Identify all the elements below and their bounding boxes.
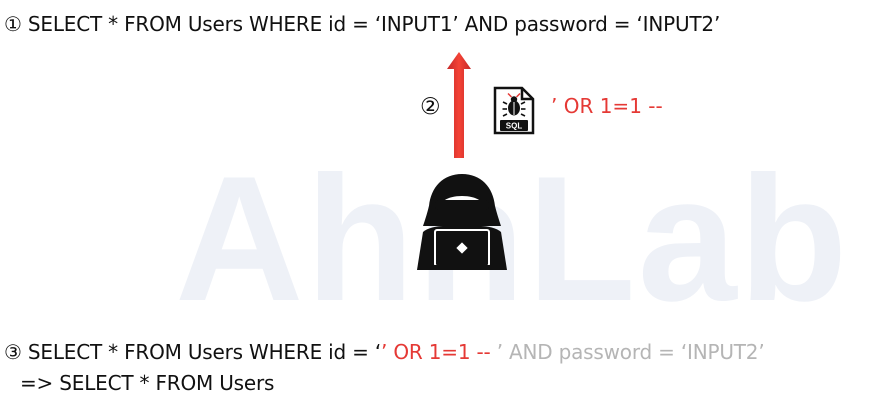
sql-file-label: SQL xyxy=(506,122,523,131)
sql-file-bug-icon: SQL xyxy=(493,86,535,135)
step3-commented-text: ’ AND password = ‘INPUT2’ xyxy=(490,340,765,364)
step3-result: => SELECT * FROM Users xyxy=(20,371,275,395)
step1-marker: ① xyxy=(4,12,22,36)
step3-injected-text: ’ OR 1=1 -- xyxy=(381,340,491,364)
step1-query-text: SELECT * FROM Users WHERE id = ‘INPUT1’ … xyxy=(21,12,721,36)
ahnlab-watermark: AhnLab xyxy=(175,139,850,338)
step1-query: ① SELECT * FROM Users WHERE id = ‘INPUT1… xyxy=(4,12,720,36)
up-arrow-icon xyxy=(447,52,471,158)
step2-marker: ② xyxy=(420,94,441,120)
hacker-laptop-icon xyxy=(417,174,507,270)
step3-query-prefix: SELECT * FROM Users WHERE id = ‘ xyxy=(21,340,382,364)
injection-payload: ’ OR 1=1 -- xyxy=(551,94,663,118)
step3-query: ③ SELECT * FROM Users WHERE id = ‘’ OR 1… xyxy=(4,340,765,364)
step3-marker: ③ xyxy=(4,340,22,364)
bug-icon xyxy=(502,92,526,117)
